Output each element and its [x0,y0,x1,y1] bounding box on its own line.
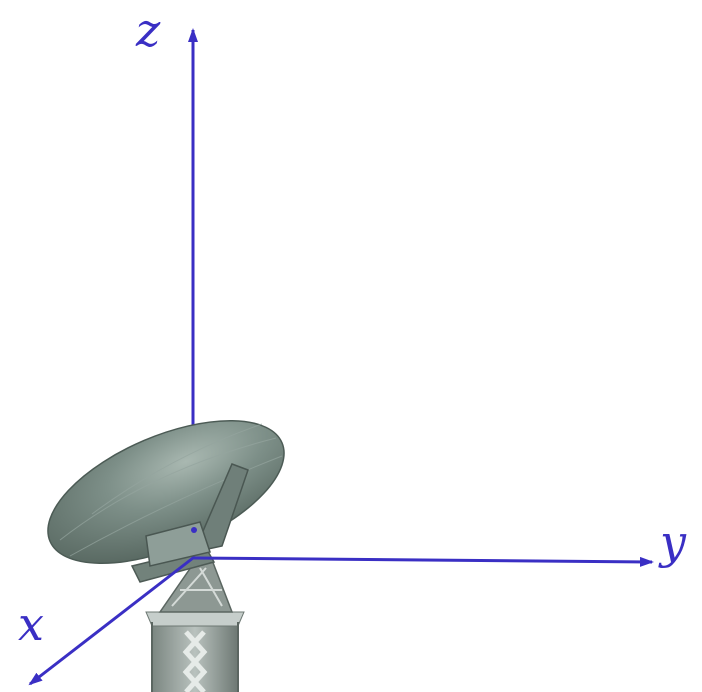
tower-top-ring [145,611,245,627]
dish-ribs [59,423,283,557]
dish-back-frame [192,463,249,554]
tower-body [152,622,238,692]
y-axis-label: y [658,515,687,569]
antenna-dish [47,419,285,567]
tower [145,611,245,692]
z-axis-label: z [135,3,161,57]
tower-edges [151,622,239,692]
y-axis [192,556,654,567]
x-axis-label: x [18,597,44,651]
tower-lattice [182,630,208,692]
x-axis [28,556,194,686]
dish-feed-point [191,527,197,533]
